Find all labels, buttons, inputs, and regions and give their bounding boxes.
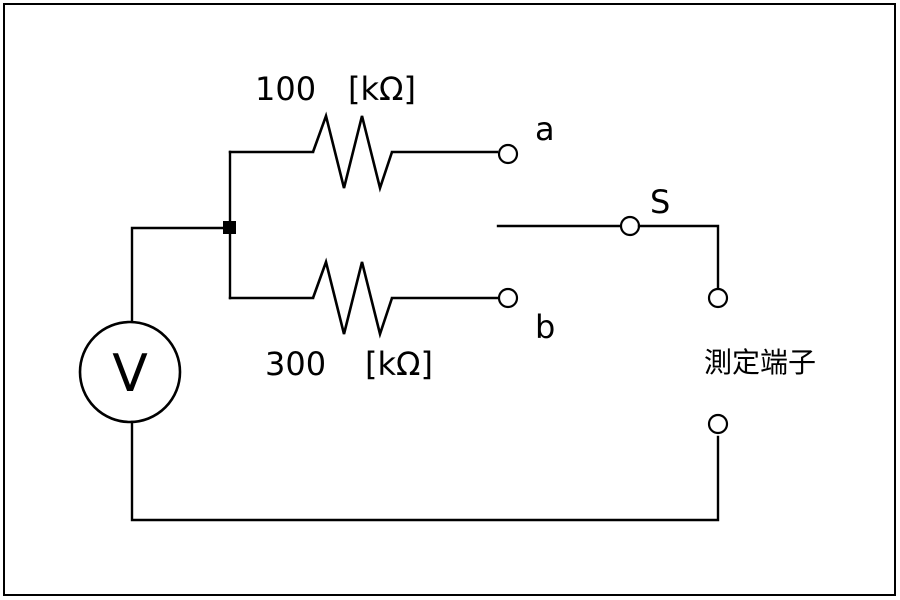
voltmeter-circle <box>78 320 182 424</box>
resistor-bottom-unit: [kΩ] <box>365 345 433 383</box>
terminal-a-label: a <box>535 110 555 148</box>
terminal-b <box>497 287 519 309</box>
junction-node <box>223 221 236 234</box>
voltmeter-symbol: V <box>112 344 148 404</box>
switch-label: S <box>650 183 670 221</box>
diagram-frame <box>3 3 896 596</box>
terminal-a <box>497 143 519 165</box>
terminal-b-label: b <box>535 308 555 346</box>
resistor-bottom <box>311 257 394 339</box>
measurement-terminal-bottom <box>707 413 729 435</box>
resistor-top-unit: [kΩ] <box>348 70 416 108</box>
wire-bottom-return <box>130 420 720 522</box>
resistor-top <box>311 111 394 193</box>
wire-switch-to-terminal <box>637 224 720 291</box>
measurement-terminals-label: 測定端子 <box>704 346 816 379</box>
resistor-bottom-value: 300 <box>265 345 326 383</box>
switch-pivot <box>619 215 641 237</box>
wire-junction-to-voltmeter <box>130 226 232 324</box>
resistor-top-value: 100 <box>255 70 316 108</box>
measurement-terminal-top <box>707 287 729 309</box>
